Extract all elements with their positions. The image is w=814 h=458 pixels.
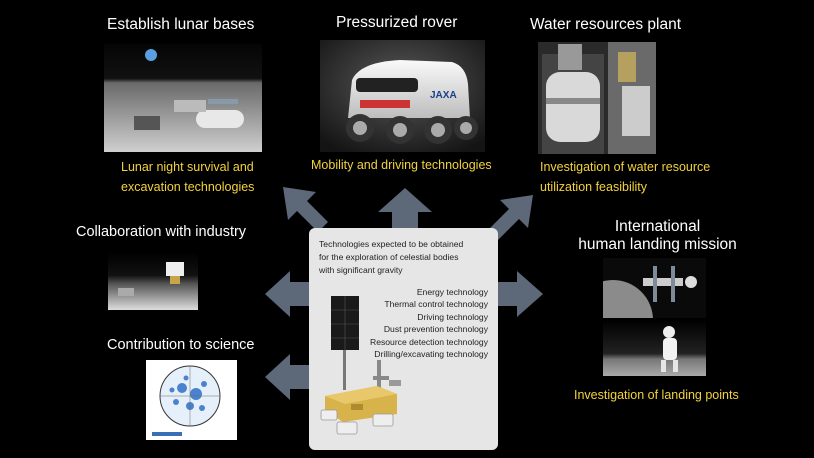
rover-caption: Mobility and driving technologies <box>311 158 492 172</box>
arrow-up-left <box>283 187 328 232</box>
earth-icon <box>145 49 157 61</box>
technology-item: Drilling/excavating technology <box>374 349 488 360</box>
water-caption-2: utilization feasibility <box>540 180 647 194</box>
technology-item: Driving technology <box>417 311 488 322</box>
arrow-up-right <box>488 195 533 240</box>
lunar-gateway-image <box>603 258 706 318</box>
lunar-bases-caption-1: Lunar night survival and <box>121 160 254 174</box>
industry-title: Collaboration with industry <box>76 224 247 240</box>
water-caption-1: Investigation of water resource <box>540 160 711 174</box>
center-heading-3: with significant gravity <box>319 265 403 275</box>
landing-title-2: human landing mission <box>578 236 737 253</box>
center-heading-2: for the exploration of celestial bodies <box>319 252 459 262</box>
science-map-image <box>146 360 237 440</box>
landing-caption: Investigation of landing points <box>574 388 739 402</box>
center-heading-1: Technologies expected to be obtained <box>319 239 464 249</box>
water-plant-image <box>538 42 656 154</box>
lunar-base-image <box>104 44 262 152</box>
science-title: Contribution to science <box>107 337 255 353</box>
lunar-bases-caption-2: excavation technologies <box>121 180 255 194</box>
arrow-left-lower <box>265 354 309 400</box>
lunar-bases-title: Establish lunar bases <box>107 16 255 33</box>
water-title: Water resources plant <box>530 16 682 33</box>
rover-logo: JAXA <box>430 90 457 101</box>
industry-image <box>108 252 198 310</box>
technology-item: Energy technology <box>416 287 488 297</box>
technology-item: Thermal control technology <box>384 299 488 310</box>
arrow-up <box>378 188 432 228</box>
technology-item: Resource detection technology <box>369 336 488 347</box>
arrow-right <box>498 271 543 317</box>
technology-item: Dust prevention technology <box>383 324 488 335</box>
technologies-panel: Technologies expected to be obtained for… <box>309 228 498 450</box>
pressurized-rover-image: JAXA <box>320 40 485 152</box>
lunar-rover-illustration <box>320 296 401 435</box>
rover-title: Pressurized rover <box>336 14 458 31</box>
arrow-left <box>265 271 309 317</box>
technologies-list: Energy technology Thermal control techno… <box>370 286 488 360</box>
astronaut-image <box>603 320 706 376</box>
landing-title-1: International <box>614 218 701 235</box>
